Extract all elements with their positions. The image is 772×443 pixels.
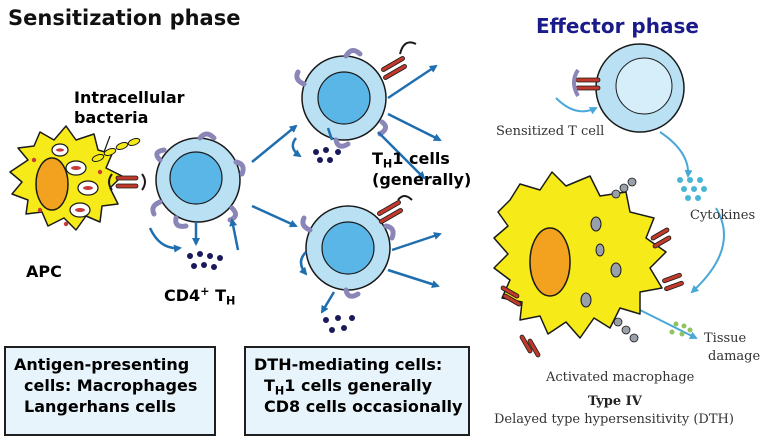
intracellular-bacteria-label: Intracellular bacteria — [74, 88, 185, 128]
cd4-plus: + — [200, 284, 210, 298]
activated-macrophage — [493, 171, 684, 358]
intracellular-label-line1: Intracellular — [74, 88, 185, 107]
cd4-t: T — [209, 286, 227, 305]
antigen-box-line1: Antigen-presenting — [14, 355, 190, 374]
type-iv-label: Type IV — [588, 394, 642, 409]
effector-cytokine-dots — [677, 177, 707, 201]
intracellular-bacteria — [91, 135, 141, 162]
cd4-t-cell — [150, 131, 246, 229]
apc-cell — [9, 125, 123, 231]
cd4-h: H — [226, 294, 236, 308]
th1-h: H — [382, 157, 393, 171]
bacteria-vacuole — [65, 160, 87, 176]
th1-t: T — [372, 149, 383, 168]
effector-phase-title: Effector phase — [536, 14, 699, 38]
apc-label: APC — [26, 262, 62, 281]
dth-box-line3: CD8 cells occasionally — [264, 397, 463, 416]
dth-box-line2: 1 cells generally — [284, 376, 433, 395]
tissue-text: Tissue — [704, 331, 747, 346]
antigen-box-line2: cells: Macrophages — [24, 376, 198, 395]
bacteria-vacuole — [51, 143, 69, 157]
th1-top-cytokine-dots — [313, 147, 341, 163]
antigen-presenting-box: Antigen-presenting cells: Macrophages La… — [4, 346, 216, 436]
th1-cells-label: TH1 cells (generally) — [372, 148, 471, 190]
bacteria-vacuole — [69, 202, 91, 218]
th1-bottom-cytokine-dots — [323, 315, 355, 333]
tissue-damage-dots — [669, 321, 693, 337]
tissue-damage-label: Tissue damage — [704, 330, 760, 366]
damage-text: damage — [708, 349, 761, 364]
intracellular-label-line2: bacteria — [74, 108, 149, 127]
dth-box-t: T — [264, 376, 275, 395]
dth-box-h: H — [274, 384, 285, 398]
cd4-text: CD4 — [164, 286, 201, 305]
macrophage-nucleus — [529, 227, 571, 297]
apc-nucleus — [35, 157, 69, 211]
sensitized-t-cell-label: Sensitized T cell — [496, 124, 605, 139]
th1-generally-text: (generally) — [372, 170, 472, 189]
cytokines-label: Cytokines — [690, 208, 756, 223]
th1-cell-top — [294, 41, 417, 149]
cd4-cytokine-dots — [187, 251, 223, 270]
dth-box-line1: DTH-mediating cells: — [254, 355, 443, 374]
sensitized-t-cell — [572, 43, 685, 133]
th1-cell-bottom — [300, 195, 413, 299]
bacteria-vacuole — [77, 180, 99, 196]
sensitization-phase-title: Sensitization phase — [8, 6, 241, 30]
dth-mediating-box: DTH-mediating cells: TH1 cells generally… — [244, 346, 470, 436]
mhc-tcr-complex — [108, 173, 146, 191]
th1-cells-text: 1 cells — [392, 149, 450, 168]
cd4-th-label: CD4+ TH — [164, 284, 236, 308]
antigen-box-line3: Langerhans cells — [24, 397, 177, 416]
activated-macrophage-label: Activated macrophage — [546, 370, 695, 385]
dth-label: Delayed type hypersensitivity (DTH) — [494, 412, 734, 427]
